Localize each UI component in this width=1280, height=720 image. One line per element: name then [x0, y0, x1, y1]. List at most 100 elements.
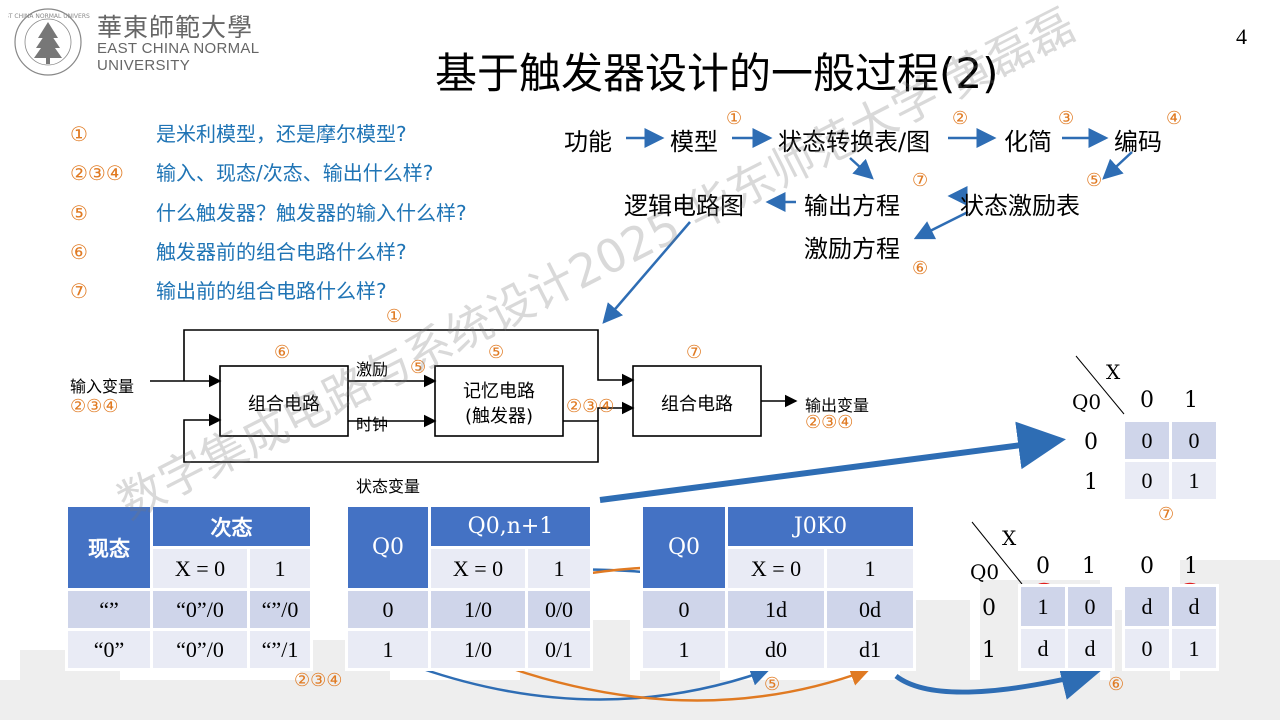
- kmap-jk-col: 1: [1184, 554, 1198, 579]
- cell-current: “0”: [65, 628, 153, 671]
- kmap-jk-row-q: 0: [982, 596, 996, 621]
- kmap-output-x-label: X: [1106, 360, 1121, 384]
- table-row: 0 1/0 0/0: [345, 588, 593, 631]
- kmap-jk-row-q: 1: [982, 638, 996, 663]
- kmap-output-row-q: 1: [1084, 470, 1098, 495]
- flow-model: 模型: [670, 128, 718, 156]
- kmap-row: d d: [1018, 626, 1115, 671]
- flow-output-equation: 输出方程: [804, 192, 900, 220]
- kmap-diagonal: [1075, 355, 1125, 415]
- question-number: ⑦: [70, 279, 88, 303]
- kmap-cell: 1: [1169, 626, 1219, 671]
- flow-arrow: [913, 210, 969, 240]
- kmap-row: d d: [1122, 584, 1219, 629]
- output-variable-label: 输出变量: [805, 396, 870, 415]
- flow-mark: ⑤: [1086, 170, 1103, 191]
- kmap-jk-col: 0: [1036, 554, 1050, 579]
- cell-x0: 1d: [725, 588, 827, 631]
- input-variable-label: 输入变量: [70, 377, 135, 396]
- flow-mark: ④: [1166, 108, 1183, 129]
- memory-circuit-mark: ⑤: [488, 342, 505, 363]
- flow-excitation-equation: 激励方程: [804, 235, 900, 263]
- seal-lettering: EAST CHINA NORMAL UNIVERSITY: [8, 13, 90, 20]
- question-number: ②③④: [70, 161, 124, 185]
- cell-x0: “0”/0: [150, 588, 250, 631]
- question-text: 输入、现态/次态、输出什么样?: [156, 161, 434, 185]
- flow-state-table: 状态转换表/图: [778, 128, 931, 156]
- flow-mark: ①: [726, 108, 743, 129]
- flow-excitation-table: 状态激励表: [960, 192, 1080, 220]
- flow-mark: ③: [1058, 108, 1075, 129]
- cell-x1: “”/0: [247, 588, 313, 631]
- subheader-x1: 1: [824, 546, 916, 591]
- flow-arrow: [602, 221, 691, 324]
- logo-name-en-line2: UNIVERSITY: [97, 57, 191, 74]
- header-q0-next: Q0,n+1: [428, 504, 593, 549]
- clock-label: 时钟: [356, 415, 389, 434]
- state-table-mark: ②③④: [294, 670, 343, 691]
- cell-current: 1: [345, 628, 431, 671]
- kmap-jk-q-label: Q0: [970, 560, 1000, 584]
- subheader-x0: X = 0: [725, 546, 827, 591]
- curved-arrow: [419, 666, 771, 701]
- header-q0-text: Q0: [371, 535, 405, 560]
- header-jk-text: J0K0: [793, 514, 848, 539]
- kmap-row: 0 1: [1122, 459, 1219, 502]
- table-row: 1 d0 d1: [640, 628, 916, 671]
- kmap-cell: 0: [1122, 459, 1172, 502]
- kmap-cell: 0: [1169, 419, 1219, 462]
- input-bypass-line: [183, 329, 635, 387]
- kmap-jk-col: 0: [1140, 554, 1154, 579]
- cell-x0: 1/0: [428, 588, 528, 631]
- flow-encode: 编码: [1114, 128, 1162, 156]
- kmap-cell: 0: [1122, 626, 1172, 671]
- question-text: 什么触发器？触发器的输入什么样?: [156, 201, 467, 225]
- to-kmap-arrow: [599, 421, 1066, 503]
- kmap-row: 0 1: [1122, 626, 1219, 671]
- header-q0: Q0: [640, 504, 728, 591]
- cell-x0: 1/0: [428, 628, 528, 671]
- kmap-cell: 1: [1169, 459, 1219, 502]
- kmap-output-col: 0: [1140, 388, 1154, 413]
- kmap-cell: 0: [1065, 584, 1115, 629]
- logo-name-cn: 華東師範大學: [97, 13, 254, 42]
- curved-arrow: [509, 666, 871, 702]
- cell-current: 0: [640, 588, 728, 631]
- kmap-jk-mark: ⑥: [1108, 674, 1125, 695]
- kmap-cell: d: [1169, 584, 1219, 629]
- header-q0-text: Q0: [667, 535, 701, 560]
- cell-current: 1: [640, 628, 728, 671]
- comb-circuit-2-mark: ⑦: [686, 342, 703, 363]
- table-row: “0” “0”/0 “”/1: [65, 628, 313, 671]
- kmap-output-mark: ⑦: [1158, 504, 1175, 525]
- flow-function: 功能: [564, 128, 612, 156]
- header-jk: J0K0: [725, 504, 916, 549]
- cell-current: 0: [345, 588, 431, 631]
- cell-x1: 0/1: [525, 628, 593, 671]
- cell-x0: “0”/0: [150, 628, 250, 671]
- kmap-cell: d: [1065, 626, 1115, 671]
- comb-circuit-box-1: [219, 365, 349, 437]
- logo-name-en-line1: EAST CHINA NORMAL: [97, 40, 260, 57]
- memory-circuit-box: [434, 365, 564, 437]
- kmap-output-col: 1: [1184, 388, 1198, 413]
- jk-table-mark: ⑤: [764, 674, 781, 695]
- university-seal-logo: EAST CHINA NORMAL UNIVERSITY: [8, 8, 90, 76]
- header-next-state: 次态: [150, 504, 313, 549]
- kmap-cell: d: [1018, 626, 1068, 671]
- cell-current: “”: [65, 588, 153, 631]
- flow-mark: ⑥: [912, 258, 929, 279]
- circuit-top-mark: ①: [386, 306, 403, 327]
- kmap-cell: 1: [1018, 584, 1068, 629]
- encoded-state-table: Q0 Q0,n+1 X = 0 1 0 1/0 0/0 1 1/0 0/1: [345, 504, 593, 671]
- state-marks: ②③④: [566, 396, 615, 417]
- subheader-x1: 1: [247, 546, 313, 591]
- excite-label: 激励: [356, 360, 389, 379]
- page-title: 基于触发器设计的一般过程(2): [435, 49, 999, 98]
- question-text: 输出前的组合电路什么样?: [156, 279, 387, 303]
- kmap-output-row-q: 0: [1084, 430, 1098, 455]
- excite-mark: ⑤: [410, 357, 427, 378]
